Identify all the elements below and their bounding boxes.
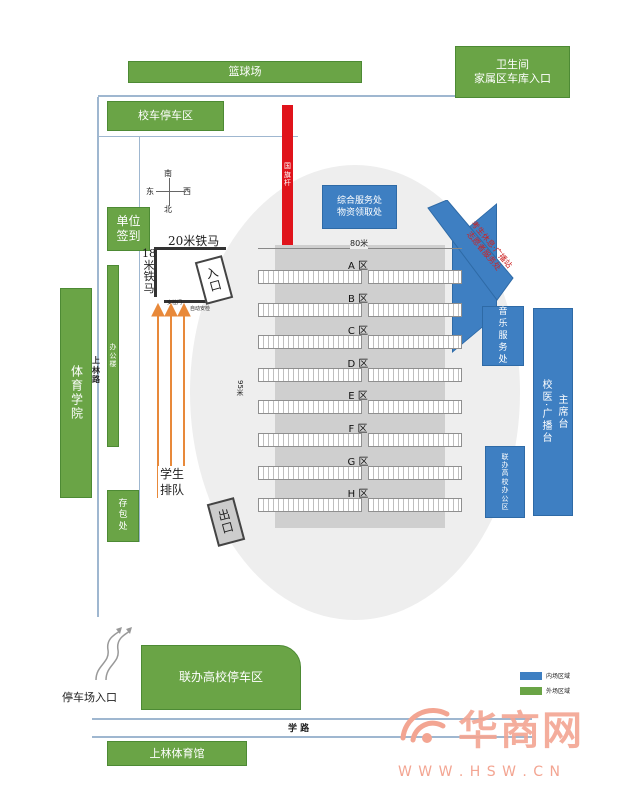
road-vertical-label: 上 林 路 [92,356,100,385]
watermark-logo-icon [400,707,450,743]
gate-label-2: 自动安检 [190,306,211,312]
road-left-line-2 [139,137,140,542]
clinic-garage-entrance: 卫生间 家属区车库入口 [455,46,570,98]
seating-zone: G 区 [258,457,462,480]
seating-block-right [368,335,462,349]
unit-signin: 单位 签到 [107,207,150,251]
field-rectangle [275,245,445,528]
sports-hall: 上林体育馆 [107,741,247,766]
road-top-line-2 [98,136,298,137]
sports-college: 体育学院 [60,288,92,498]
gate-label-1: 安检门 [167,300,183,306]
legend-blue-label: 内场区域 [546,673,571,680]
queue-label: 学生 排队 [158,466,187,500]
seating-zone-label: B 区 [347,294,369,305]
road-top-line [98,95,458,97]
seating-zone: B 区 [258,294,462,317]
width-label: 80米 [350,238,369,249]
seating-zone-label: H 区 [347,489,369,500]
legend-blue-swatch [520,672,542,680]
compass-icon: 南 北 东 西 [146,169,191,214]
seating-block-left [258,466,362,480]
basketball-court: 篮球场 [128,61,362,83]
seating-zone: H 区 [258,489,462,512]
service-center: 综合服务处 物资领取处 [322,185,397,229]
seating-block-right [368,270,462,284]
queue-arrow-1 [151,302,165,317]
seating-zone-label: F 区 [348,424,368,435]
storage: 存 包 处 [107,490,139,542]
legend-green-swatch [520,687,542,695]
seating-block-right [368,466,462,480]
watermark-brand: 华商网 [458,707,584,754]
flagpole-bar: 国 旗 杆 [282,105,293,245]
barrier-top [154,247,226,250]
seating-zone: D 区 [258,359,462,382]
legend-green-label: 外场区域 [546,688,571,695]
seating-block-left [258,368,362,382]
height-label: 95米 [236,380,244,396]
seating-block-right [368,368,462,382]
queue-arrow-3 [177,302,191,317]
podium-column: 主席台 校医·广播台 [533,308,573,516]
barrier-left-label: 18 米 铁 马 [142,247,156,295]
music-service: 音 乐 服 务 处 [482,306,524,366]
seating-block-left [258,270,362,284]
barrier-bottom [164,300,210,303]
seating-block-right [368,400,462,414]
joint-office: 联 办 高 校 办 公 区 [485,446,525,518]
seating-block-right [368,433,462,447]
seating-block-left [258,303,362,317]
seating-block-left [258,498,362,512]
seating-zone: F 区 [258,424,462,447]
volunteer-station-shape [427,200,514,301]
barrier-left [154,247,157,297]
joint-parking: 联办高校停车区 [141,645,301,710]
seating-zone-label: C 区 [347,326,369,337]
seating-zone-label: D 区 [347,359,369,370]
seating-block-left [258,400,362,414]
entrance-arrows-icon [95,627,132,681]
seating-block-left [258,433,362,447]
road-bottom-line [92,718,532,720]
campus-parking: 校车停车区 [107,101,224,131]
seating-block-right [368,303,462,317]
side-building: 办 公 楼 [107,265,119,447]
seating-block-left [258,335,362,349]
road-horizontal-label: 学 路 [288,724,310,734]
seating-zone: A 区 [258,261,462,284]
queue-arrow-2 [164,302,178,317]
road-left-line [97,97,99,617]
seating-zone-label: G 区 [347,457,369,468]
seating-zone-label: E 区 [348,391,368,402]
seating-block-right [368,498,462,512]
parking-entrance-label: 停车场入口 [62,691,117,704]
seating-zone: C 区 [258,326,462,349]
road-bottom-line-2 [92,736,532,738]
barrier-top-label: 20米铁马 [168,234,220,248]
seating-zone-label: A 区 [347,261,369,272]
watermark-url: W W W . H S W . C N [398,764,561,780]
seating-zone: E 区 [258,391,462,414]
